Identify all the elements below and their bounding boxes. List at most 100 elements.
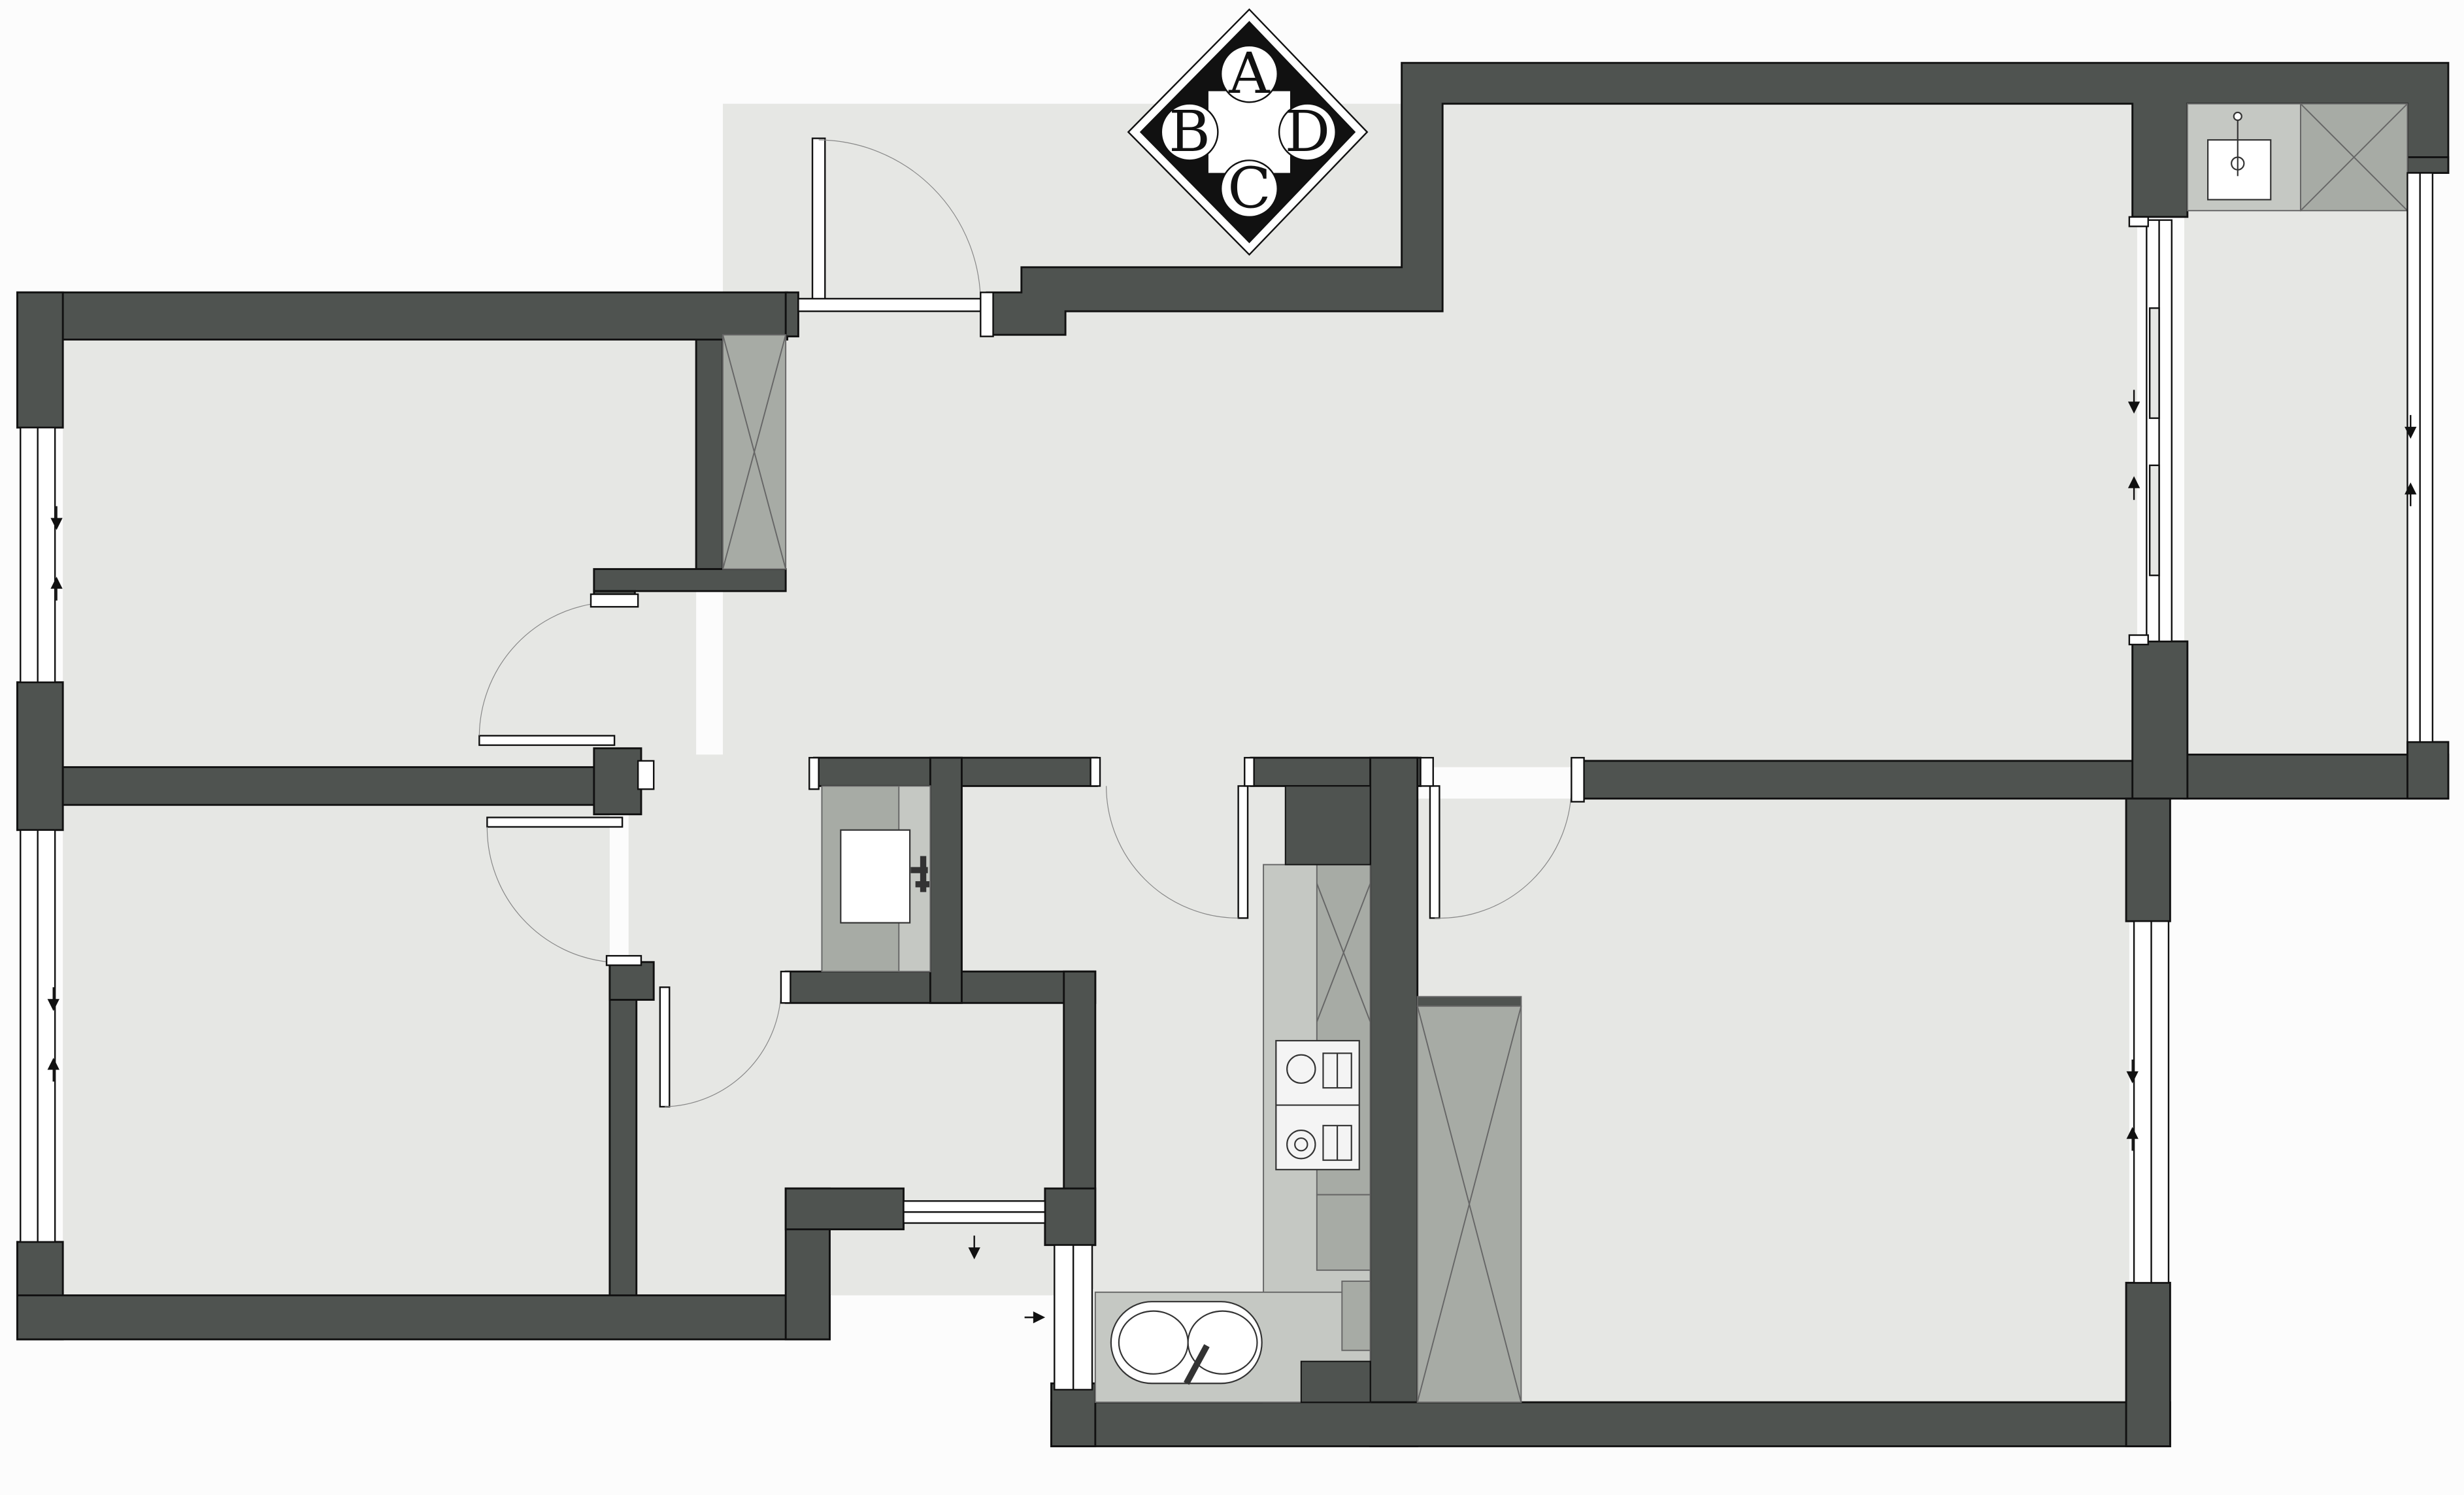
entry-door-jamb-r: [980, 292, 994, 337]
burner-1-icon: [1286, 1054, 1316, 1084]
floor-bedroom-2: [63, 805, 610, 1296]
compass-circle-north: [1220, 44, 1278, 103]
entry-door-leaf: [811, 137, 826, 306]
arrow-icon: [50, 577, 63, 601]
balcony-cabinet-diag-2: [2300, 103, 2408, 211]
arrow-icon: [2126, 1126, 2139, 1151]
kitchen-door-jamb-r: [1244, 756, 1255, 787]
sink-faucet-icon: [1184, 1344, 1210, 1385]
compass-circle-south: [1220, 160, 1278, 218]
floor-bedroom-1: [63, 339, 697, 767]
bedroom1-door-jamb: [590, 593, 639, 608]
compass-label-south: C: [1227, 156, 1271, 221]
master-door-jamb-r: [1571, 756, 1585, 803]
burner-2-inner: [1294, 1137, 1308, 1152]
arrow-icon: [47, 1058, 59, 1082]
balcony-tap-head: [2233, 111, 2242, 122]
wall-living-pier: [2131, 640, 2189, 800]
bedroom2-door-leaf: [486, 816, 624, 828]
bathroom-door-jamb: [780, 970, 791, 1004]
wall-south-east: [1050, 1401, 2171, 1447]
sliding-door-panel-2: [2148, 464, 2160, 577]
arrow-icon: [1024, 1311, 1046, 1324]
wall-north-bedroom1: [16, 291, 789, 341]
compass-circle-east: [1278, 103, 1337, 161]
wall-master-east-upper: [2125, 798, 2171, 922]
compass-center: [1208, 91, 1290, 173]
kitchen-fridge: [1284, 785, 1371, 865]
kitchen-cab-diag-2: [1316, 883, 1371, 1022]
master-door-leaf: [1429, 785, 1440, 919]
floor-master-bedroom: [1414, 798, 2129, 1403]
bedroom2-door-jamb: [605, 954, 642, 966]
wardrobe-master-top: [1416, 996, 1522, 1007]
wall-master-east-lower: [2125, 1281, 2171, 1447]
windows: [20, 172, 2434, 1391]
sliding-door-jamb-top: [2128, 216, 2149, 227]
kitchen-corner: [1300, 1360, 1371, 1403]
arrow-icon: [968, 1235, 980, 1260]
arrow-icon: [2126, 1059, 2139, 1084]
wall-wardrobe-bottom: [593, 568, 787, 592]
wall-bath-west-cap: [608, 961, 655, 1001]
wall-bath-south-ledge: [784, 1187, 905, 1231]
sliding-door-panel-1: [2148, 307, 2160, 419]
compass-label-west: B: [1169, 99, 1210, 165]
bedroom1-door-swing: [478, 603, 594, 736]
bedroom2-door-swing: [486, 826, 610, 963]
wall-south-west: [16, 1294, 831, 1341]
kitchen-door-leaf: [1237, 785, 1249, 919]
compass-label-north: A: [1228, 41, 1271, 107]
wall-balcony-pier: [2406, 741, 2450, 800]
bathroom-door-swing: [665, 993, 782, 1107]
arrow-icon: [2405, 414, 2417, 439]
wall-kitchen-sw: [1050, 1382, 1097, 1447]
compass-label-east: D: [1285, 99, 1330, 165]
floor-balcony: [2184, 157, 2408, 763]
kitchen-cab-small: [1341, 1280, 1371, 1351]
floor-bathroom: [636, 999, 1064, 1296]
faucet-icon: [910, 856, 930, 892]
wall-balcony-south: [2183, 753, 2450, 800]
cabinets: [722, 103, 2408, 1403]
sink-icon: [840, 829, 911, 924]
master-door-jamb-l: [1420, 756, 1434, 787]
wall-pillar-bedrooms: [593, 747, 642, 816]
wall-west-upper: [16, 291, 64, 429]
wardrobe-entry-diag-2: [722, 334, 787, 569]
balcony-sink-icon: [2207, 139, 2272, 201]
wall-wardrobe-side: [695, 339, 724, 570]
wall-powder-east: [929, 756, 963, 1004]
compass-circle-west: [1160, 103, 1219, 161]
entry-door-frame: [797, 297, 988, 312]
door-swing-icon: [818, 139, 981, 304]
wardrobe-master-diag-2: [1416, 1005, 1522, 1403]
wall-bath-east-ledge: [1044, 1187, 1097, 1247]
bedroom-door-jamb-mid: [637, 760, 655, 790]
arrow-icon: [47, 987, 59, 1011]
sink-bowl-right-icon: [1187, 1310, 1258, 1375]
arrow-icon: [2405, 482, 2417, 507]
arrow-icon: [2127, 476, 2140, 500]
wall-bedroom2-east: [608, 961, 638, 1297]
master-door-swing: [1435, 786, 1572, 919]
doors: [478, 137, 1585, 1108]
sliding-door-jamb-bottom: [2128, 634, 2149, 646]
floors: [63, 103, 2408, 1403]
kitchen-cab-lower: [1316, 1194, 1371, 1271]
wall-west-middle: [16, 681, 64, 831]
fixtures: [840, 111, 2272, 1385]
arrow-icon: [2127, 390, 2140, 414]
arrow-icon: [50, 506, 63, 530]
kitchen-door-swing: [1106, 786, 1239, 919]
arrows: [47, 390, 2417, 1324]
walls: [16, 61, 2450, 1447]
wall-door-stub-entry: [784, 291, 799, 338]
wall-kitchen-east: [1369, 756, 1419, 1447]
bathroom-door-leaf: [659, 986, 671, 1108]
burner-2-icon: [1286, 1129, 1316, 1160]
compass-rose-icon: A B C D: [1127, 8, 1369, 256]
kitchen-door-jamb-l: [1090, 756, 1101, 787]
